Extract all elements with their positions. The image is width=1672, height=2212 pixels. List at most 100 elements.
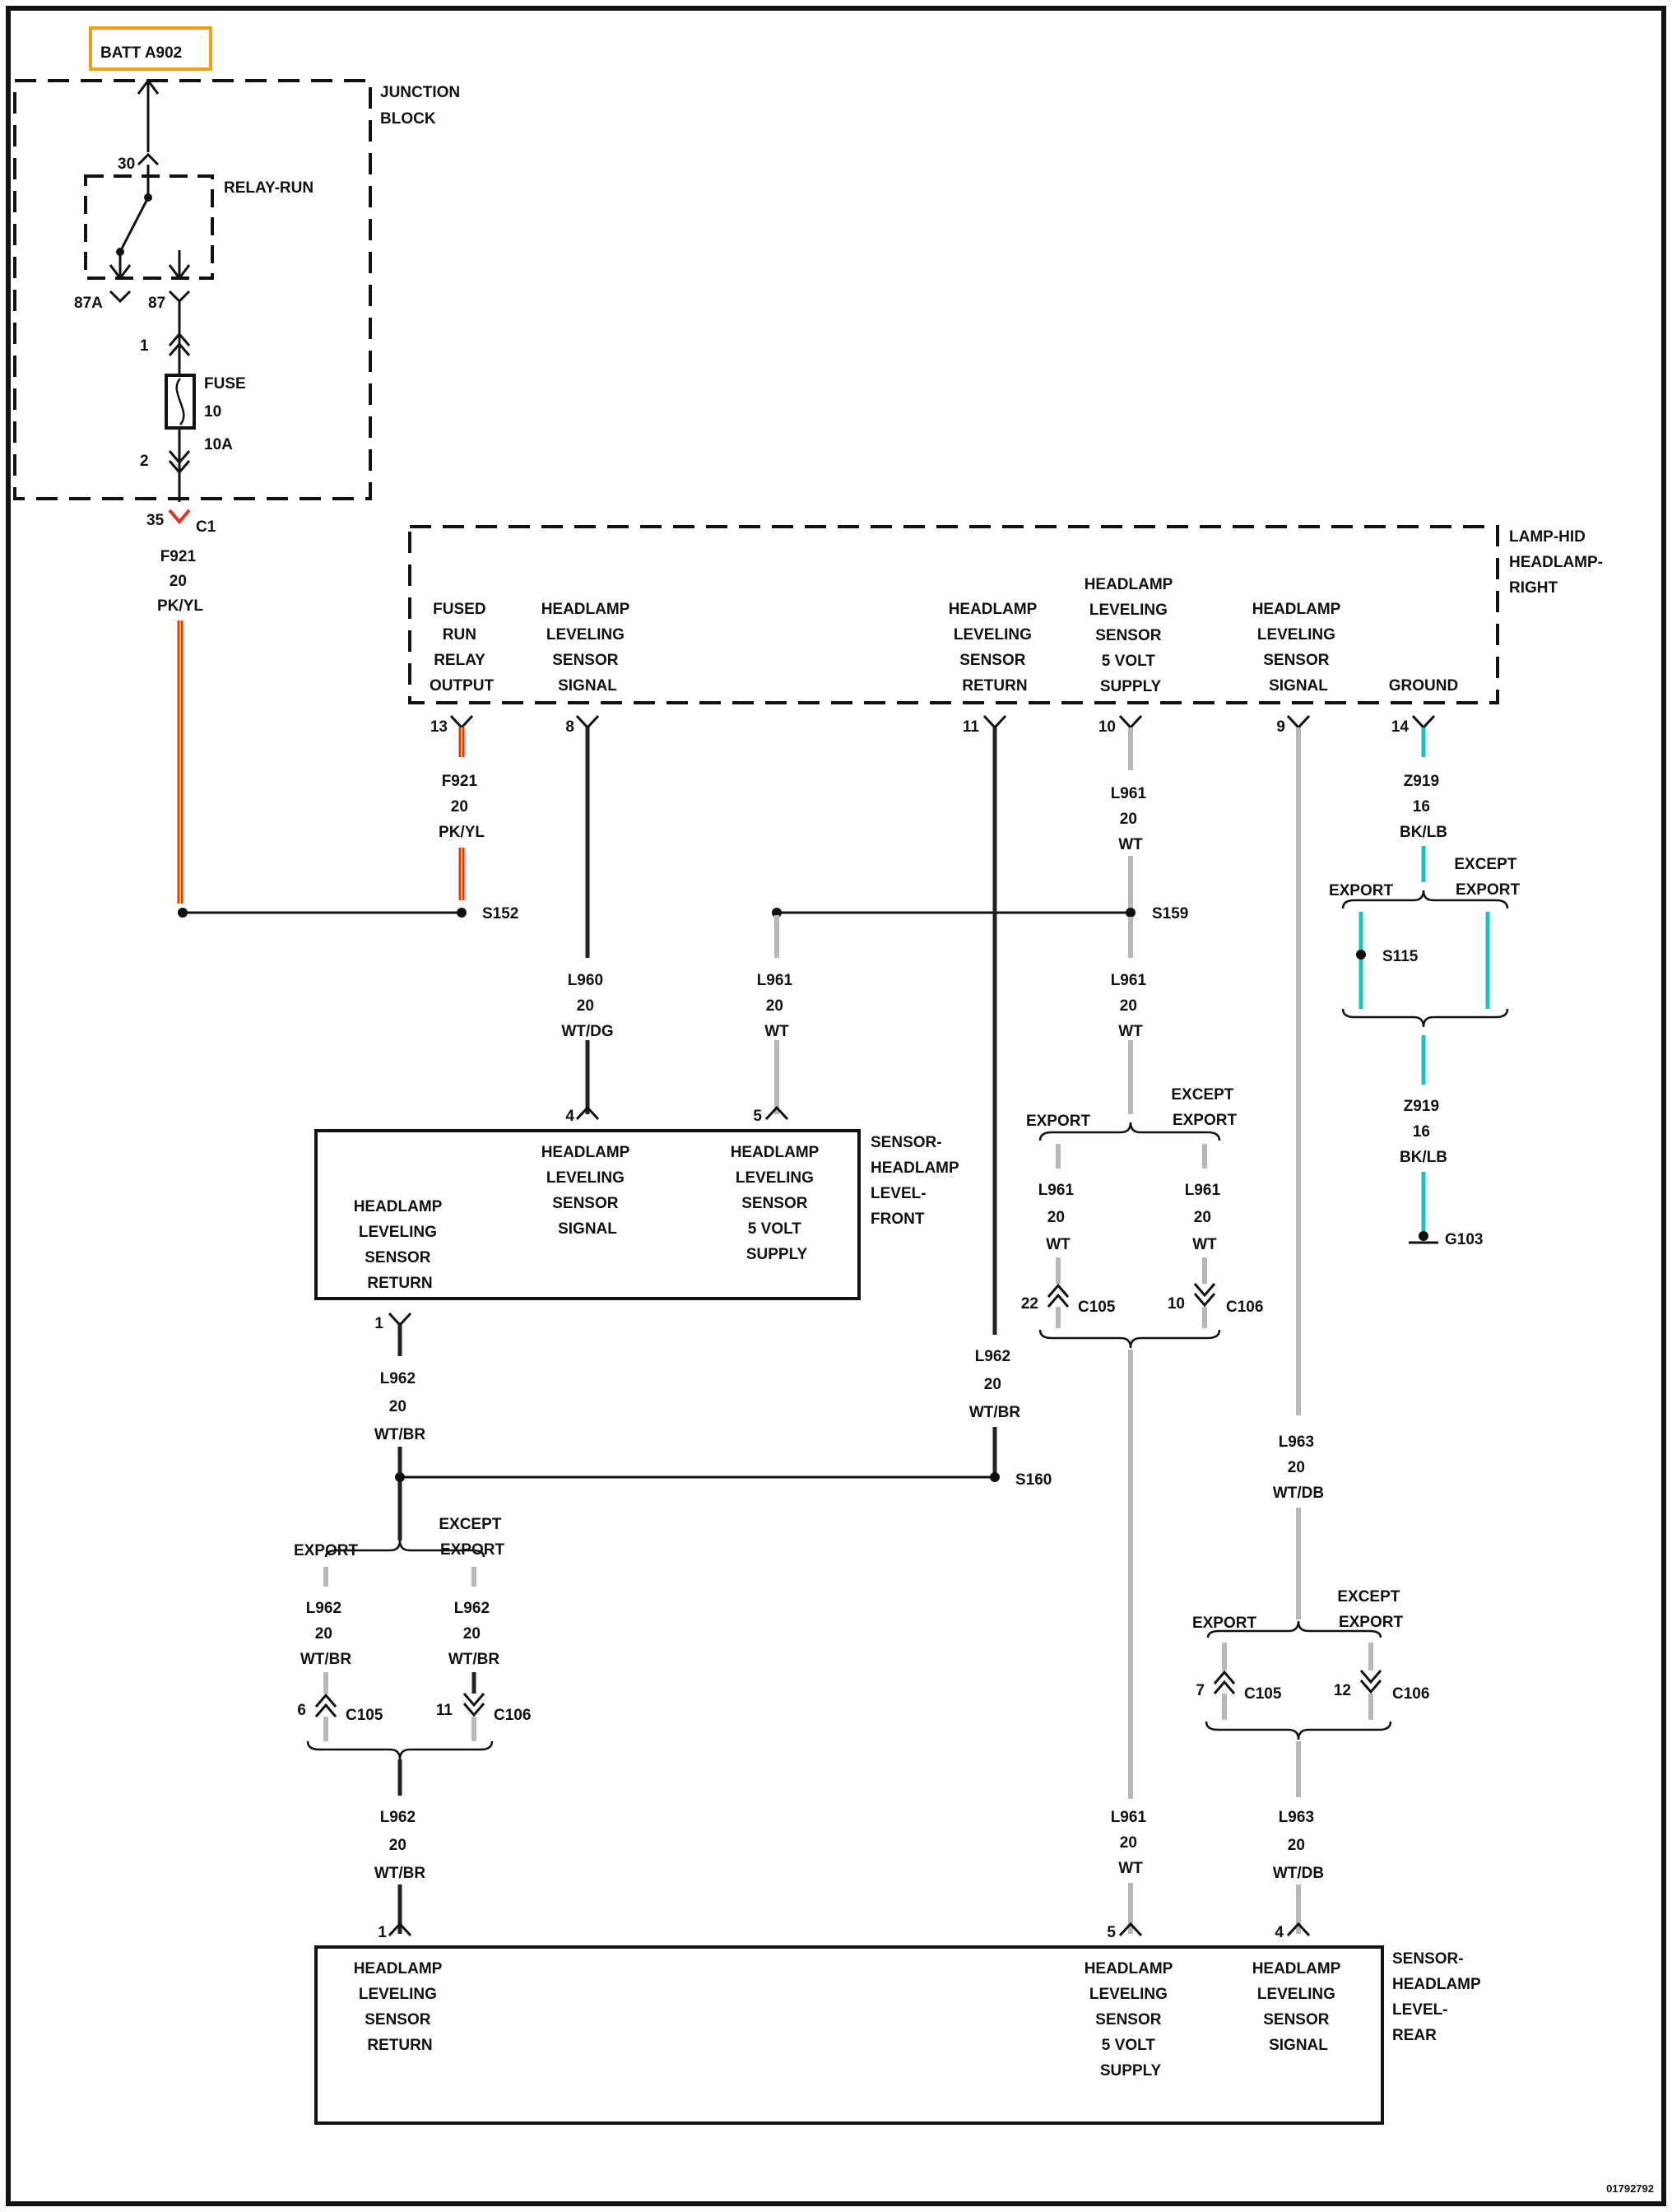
front-sensor-pin-1-label: HEADLAMP LEVELING SENSOR RETURN — [354, 1198, 447, 1292]
junction-block-title: JUNCTION BLOCK — [380, 84, 464, 128]
front-sensor-box — [314, 1129, 861, 1300]
l963-export-connector-name: C105 — [1244, 1685, 1282, 1703]
fuse-pin-2: 2 — [140, 453, 149, 470]
l963-join-brace-icon — [1205, 1721, 1392, 1740]
l961-except-connector-name: C106 — [1226, 1299, 1263, 1316]
l963-split-brace-icon — [1206, 1620, 1382, 1638]
pin-30-terminal — [137, 152, 160, 166]
l962-except-connector-pin: 11 — [436, 1702, 453, 1719]
wire-l961-front-label: L961 20 WT — [757, 972, 797, 1040]
front-sensor-title: SENSOR- HEADLAMP LEVEL- FRONT — [871, 1134, 964, 1228]
l963-except-connector-pin-num: 12 — [1334, 1682, 1351, 1699]
l962-join-brace-icon — [306, 1740, 494, 1760]
rear-sensor-pin-4: 4 — [1275, 1924, 1284, 1941]
lamp-pin-14: 14 — [1391, 718, 1410, 736]
figure-id: 01792792 — [1606, 2182, 1654, 2195]
wire-l962-front-label: L962 20 WT/BR — [374, 1370, 426, 1443]
lamp-pin-14-label: GROUND — [1389, 677, 1458, 695]
splice-s160-label: S160 — [1015, 1471, 1052, 1489]
lamp-pin-13-label: FUSED RUN RELAY OUTPUT — [430, 601, 495, 695]
splice-dot-left — [178, 908, 188, 918]
wire-l962-lamp-label: L962 20 WT/BR — [969, 1348, 1021, 1421]
splice-s160-dot — [990, 1472, 1000, 1482]
l962-except-label: EXCEPT EXPORT — [439, 1516, 505, 1559]
l962-export-connector-name: C105 — [346, 1707, 383, 1724]
l963-export-connector-pin: 7 — [1196, 1682, 1205, 1699]
fuse-pin-1: 1 — [140, 337, 149, 355]
wire-l961-top-label: L961 20 WT — [1111, 785, 1151, 853]
splice-s152-dot — [457, 908, 467, 918]
wire-l962-except-label: L962 20 WT/BR — [448, 1600, 500, 1668]
wire-z919-bottom-label: Z919 16 BK/LB — [1400, 1098, 1447, 1166]
front-sensor-pin-5-label: HEADLAMP LEVELING SENSOR 5 VOLT SUPPLY — [731, 1144, 824, 1263]
l963-export-label: EXPORT — [1192, 1615, 1257, 1632]
lamp-pin-8-label: HEADLAMP LEVELING SENSOR SIGNAL — [541, 601, 634, 695]
relay-pin-30: 30 — [118, 156, 135, 173]
c1-pin-35: 35 — [146, 512, 165, 529]
lamp-pin-9-label: HEADLAMP LEVELING SENSOR SIGNAL — [1252, 601, 1345, 695]
ground-g103-label: G103 — [1445, 1231, 1483, 1248]
lamp-pin-8: 8 — [565, 718, 574, 736]
wire-l961-mid-label: L961 20 WT — [1111, 972, 1151, 1040]
fuse-rating: 10A — [204, 436, 233, 453]
fuse-number: 10 — [204, 403, 221, 421]
lamp-pin-11-label: HEADLAMP LEVELING SENSOR RETURN — [949, 601, 1042, 695]
l961-join-brace-icon — [1038, 1329, 1221, 1349]
wire-z919-top-label: Z919 16 BK/LB — [1400, 773, 1447, 841]
front-sensor-pin-4-label: HEADLAMP LEVELING SENSOR SIGNAL — [541, 1144, 634, 1238]
l961-except-label: EXCEPT EXPORT — [1171, 1086, 1238, 1129]
rear-sensor-pin-5: 5 — [1107, 1924, 1116, 1941]
rear-sensor-box — [314, 1945, 1384, 2125]
batt-source-box — [89, 26, 212, 71]
lamp-pin-11: 11 — [963, 718, 980, 736]
wire-l963-rear-label: L963 20 WT/DB — [1273, 1809, 1324, 1882]
c1-terminal — [168, 509, 191, 525]
relay-switch — [109, 165, 191, 281]
l961-export-connector-pin: 22 — [1021, 1295, 1038, 1313]
wire-l962-export-label: L962 20 WT/BR — [300, 1600, 352, 1668]
splice-s115-label: S115 — [1382, 948, 1419, 965]
l963-except-label: EXCEPT EXPORT — [1337, 1588, 1404, 1631]
lamp-hid-module-box — [408, 525, 1499, 704]
rear-sensor-pin-1-label: HEADLAMP LEVELING SENSOR RETURN — [354, 1960, 447, 2054]
fuse-element-icon — [175, 378, 185, 425]
lamp-hid-title: LAMP-HID HEADLAMP- RIGHT — [1509, 528, 1607, 597]
front-sensor-pin-4: 4 — [565, 1108, 574, 1125]
wire-l960-label: L960 20 WT/DG — [561, 972, 613, 1040]
wire-f921-b-label: F921 20 PK/YL — [439, 773, 485, 841]
splice-s159-label: S159 — [1152, 905, 1188, 922]
relay-pin-87a: 87A — [74, 295, 103, 312]
relay-pin-87: 87 — [148, 295, 165, 312]
diagram-frame — [6, 6, 1666, 2206]
wire-l963-top-label: L963 20 WT/DB — [1273, 1434, 1324, 1502]
front-sensor-pin-1: 1 — [374, 1315, 383, 1332]
wire-l961-except-label: L961 20 WT — [1185, 1182, 1225, 1253]
fuse-label: FUSE — [204, 375, 246, 393]
relay-run-label: RELAY-RUN — [224, 179, 314, 197]
l962-export-connector-pin: 6 — [297, 1702, 306, 1719]
l961-export-connector-name: C105 — [1078, 1299, 1116, 1316]
l962-export-label: EXPORT — [294, 1542, 359, 1559]
rear-sensor-pin-1: 1 — [378, 1924, 387, 1941]
l961-export-label: EXPORT — [1026, 1113, 1091, 1130]
junction-block-box — [13, 79, 372, 500]
lamp-pin-10-label: HEADLAMP LEVELING SENSOR 5 VOLT SUPPLY — [1084, 576, 1177, 695]
rear-sensor-pin-4-label: HEADLAMP LEVELING SENSOR SIGNAL — [1252, 1960, 1345, 2054]
splice-s152-label: S152 — [482, 905, 518, 922]
lamp-pin-13: 13 — [430, 718, 448, 736]
l963-except-connector-name: C106 — [1392, 1685, 1429, 1703]
splice-s159-dot — [1126, 908, 1136, 918]
z919-join-brace-icon — [1341, 1008, 1509, 1028]
wire-l961-export-label: L961 20 WT — [1038, 1182, 1079, 1253]
z919-split-brace-icon — [1341, 890, 1509, 909]
batt-source-label: BATT A902 — [100, 44, 182, 62]
l962-split-brace-icon — [324, 1540, 485, 1558]
wire-f921-a-label: F921 20 PK/YL — [157, 548, 203, 615]
l961-split-brace-icon — [1038, 1122, 1221, 1141]
batt-feed-wire — [137, 78, 160, 152]
rear-sensor-title: SENSOR- HEADLAMP LEVEL- REAR — [1392, 1950, 1485, 2044]
pin-87a-terminal — [109, 290, 132, 304]
l961-except-connector-pin: 10 — [1168, 1295, 1185, 1313]
lamp-pin-9: 9 — [1276, 718, 1285, 736]
